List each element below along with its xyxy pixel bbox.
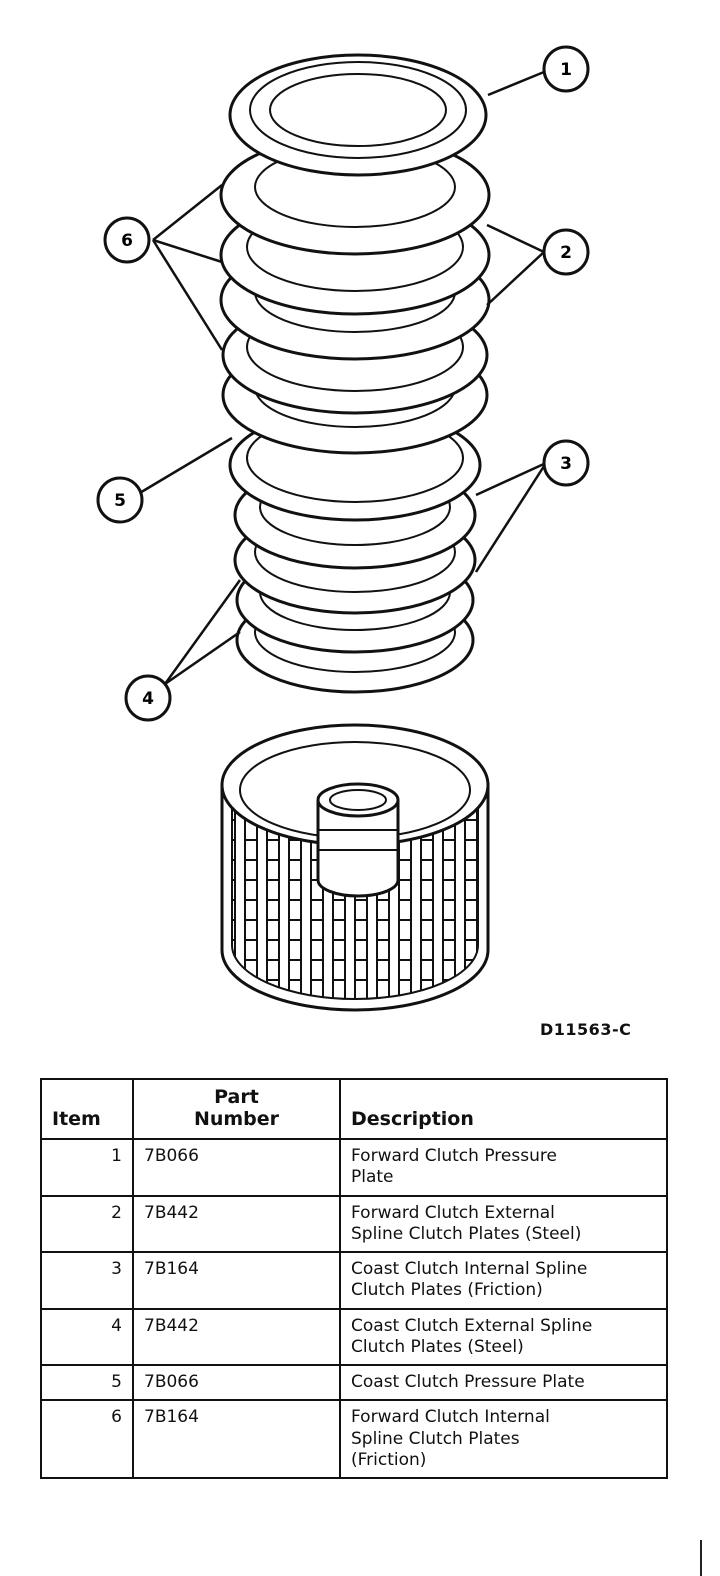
row-description: Coast Clutch Pressure Plate <box>339 1363 668 1402</box>
description-line: Coast Clutch Pressure Plate <box>351 1372 585 1392</box>
figure-id: D11563-C <box>540 1020 632 1039</box>
row-part-number: 7B164 <box>132 1399 341 1479</box>
callout-4: 4 <box>124 674 172 722</box>
svg-text:1: 1 <box>560 60 572 80</box>
row-part-number: 7B164 <box>132 1251 341 1310</box>
svg-text:6: 6 <box>121 231 133 251</box>
description-line: Forward Clutch External <box>351 1202 555 1223</box>
description-line: Coast Clutch Internal Spline <box>351 1259 588 1279</box>
row-item: 5 <box>40 1363 134 1402</box>
callout-1: 1 <box>542 45 590 93</box>
row-item: 6 <box>40 1399 134 1479</box>
description-line: Coast Clutch External Spline <box>351 1315 593 1336</box>
row-item: 2 <box>40 1194 134 1253</box>
description-line: Clutch Plates (Friction) <box>351 1280 543 1301</box>
description-line: (Friction) <box>351 1449 427 1470</box>
row-part-number: 7B442 <box>132 1307 341 1366</box>
header-part-line1: Part <box>214 1086 259 1108</box>
svg-text:4: 4 <box>142 689 154 709</box>
description-line: Spline Clutch Plates <box>351 1428 520 1449</box>
callout-3: 3 <box>542 439 590 487</box>
row-part-number: 7B442 <box>132 1194 341 1253</box>
header-part-number: Part Number <box>132 1078 341 1140</box>
description-line: Forward Clutch Internal <box>351 1407 550 1428</box>
plate-stack <box>219 53 491 694</box>
row-item: 1 <box>40 1138 134 1197</box>
clutch-cylinder-drum <box>220 723 490 1012</box>
svg-text:3: 3 <box>560 454 572 474</box>
description-line: Forward Clutch Pressure <box>351 1146 557 1166</box>
callout-5: 5 <box>96 476 144 524</box>
callout-2: 2 <box>542 228 590 276</box>
leader-lines <box>137 70 548 686</box>
row-item: 3 <box>40 1251 134 1310</box>
clutch-pack-diagram: 1 2 3 4 5 6 <box>96 45 590 1012</box>
description-line: Spline Clutch Plates (Steel) <box>351 1223 582 1244</box>
table-header-row: Item Part Number Description <box>40 1078 668 1140</box>
plate-forward-pressure <box>228 53 488 177</box>
header-item: Item <box>40 1078 134 1140</box>
svg-text:5: 5 <box>114 491 126 511</box>
svg-text:2: 2 <box>560 243 572 263</box>
header-part-line2: Number <box>193 1108 280 1130</box>
row-part-number: 7B066 <box>132 1138 341 1197</box>
edge-rule <box>700 1540 702 1576</box>
row-part-number: 7B066 <box>132 1363 341 1402</box>
callout-6: 6 <box>103 216 151 264</box>
header-description: Description <box>339 1078 668 1140</box>
row-item: 4 <box>40 1307 134 1366</box>
description-line: Plate <box>351 1167 394 1188</box>
description-line: Clutch Plates (Steel) <box>351 1336 524 1357</box>
